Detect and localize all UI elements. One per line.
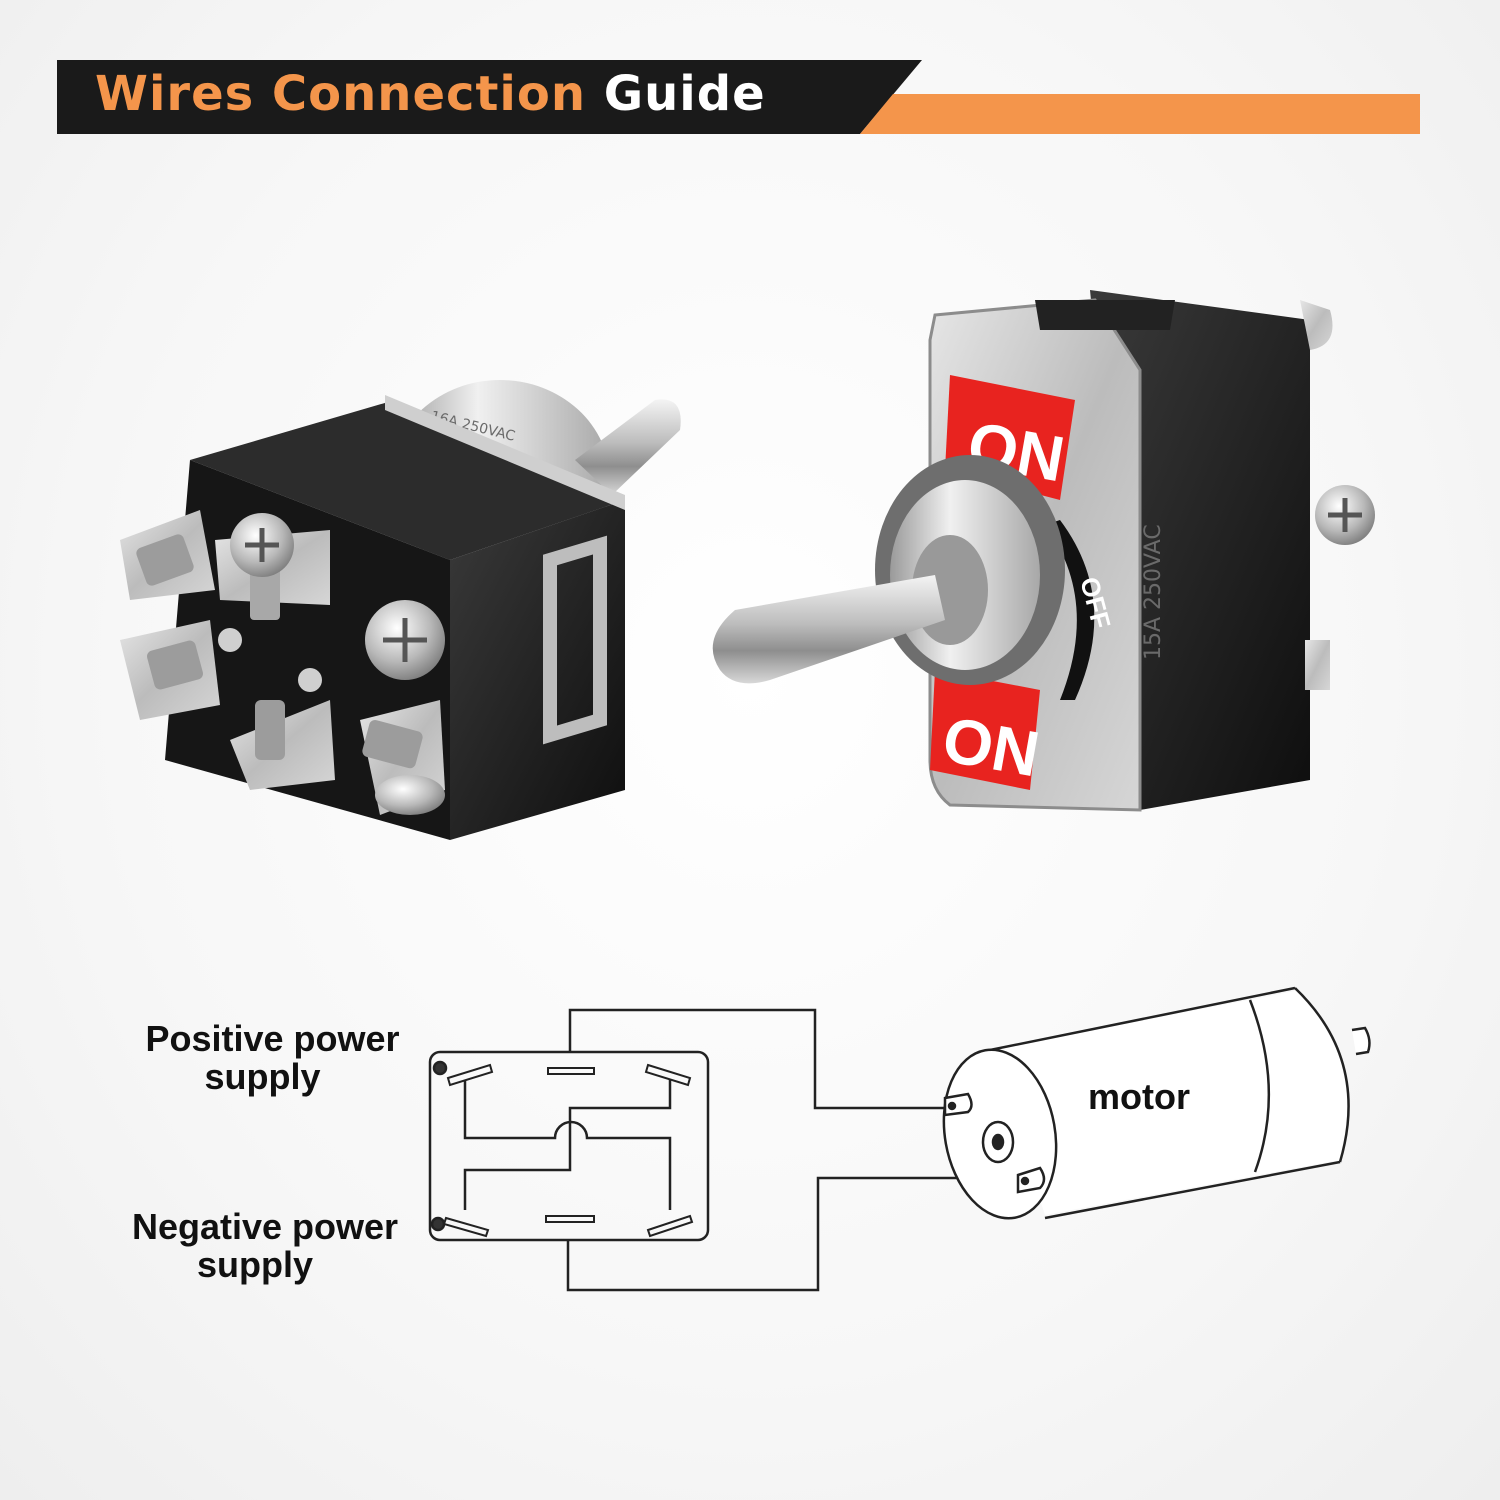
on-label-bottom: ON [938,703,1045,791]
on-label-bottom-bg [930,670,1040,790]
negative-supply-label: Negative power supply [110,1208,420,1284]
bracket-top-tab [1035,300,1175,330]
motor-shaft [1351,1026,1371,1056]
off-label-bg [1045,520,1095,700]
negative-terminal-dot [430,1216,446,1232]
housing-side [450,500,625,840]
screw-head [375,775,445,815]
header-banner [57,60,1420,134]
terminal-screws-rear [120,510,445,815]
header-dark-bar [57,60,922,134]
positive-label-line1: Positive power [145,1018,400,1059]
positive-terminal-dot [432,1060,448,1076]
title-part-orange: Wires Connection [95,66,587,122]
motor-back-cap [1294,987,1350,1163]
rating-text-right: 15A 250VAC [1141,524,1166,660]
toggle-lever-rear [575,399,681,495]
housing-body [1090,290,1310,810]
toggle-lever-front [712,575,945,684]
negative-label-line1: Negative power [131,1206,399,1247]
motor-drawing [942,986,1371,1220]
side-terminals [1300,300,1375,690]
switch-rear-view: 16A 250VAC [120,380,681,840]
motor-band [1248,999,1271,1173]
housing-top [190,400,625,560]
motor-label: motor [1088,1076,1190,1117]
page-title: Wires Connection Guide [95,62,766,126]
switch-front-view: ON ON OFF 15A 250VAC [712,290,1375,812]
motor-terminal-bottom [1016,1166,1046,1194]
positive-supply-label: Positive power supply [120,1020,425,1096]
negative-label-line2: supply [196,1244,313,1285]
header-accent-bar [860,94,1420,134]
switch-terminals [442,1063,694,1238]
wire-top-to-motor [568,1008,945,1110]
wire-bottom-to-motor [566,1176,1020,1292]
wiring-diagram [428,1008,1020,1292]
positive-label-line2: supply [204,1056,321,1097]
bracket-edge [385,395,625,510]
cross-wire-2 [463,1080,672,1210]
title-part-white: Guide [603,66,766,122]
cross-wire-1 [463,1080,672,1210]
bracket-slot [543,535,607,745]
